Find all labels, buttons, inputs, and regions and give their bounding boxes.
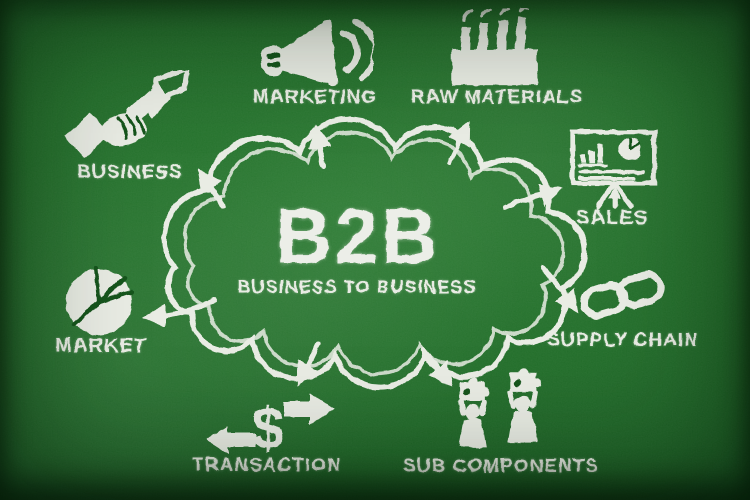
handshake-icon — [64, 70, 191, 158]
arrow-to-supply-chain — [540, 265, 579, 314]
dollar-exchange-icon: $ — [206, 393, 334, 461]
pie-chart-icon — [66, 266, 133, 335]
sales-label: SALES — [576, 207, 648, 229]
cloud-outer-outline — [161, 116, 588, 391]
factory-icon — [451, 8, 538, 86]
left-arrow-shape — [206, 426, 256, 454]
right-arrow-shape — [284, 393, 334, 425]
sub-components-label: SUB COMPONENTS — [403, 456, 599, 477]
arrow-to-sub-components — [420, 347, 453, 387]
chain-links-icon — [580, 271, 665, 320]
arrow-to-transaction — [297, 341, 321, 387]
megaphone-icon — [260, 18, 373, 87]
raw-materials-label: RAW MATERIALS — [410, 87, 584, 108]
arrow-to-marketing — [308, 124, 332, 169]
presentation-chart-icon — [570, 129, 657, 209]
business-label: BUSINESS — [77, 162, 183, 183]
arrow-to-market — [142, 297, 218, 328]
arrow-to-raw-materials — [447, 120, 470, 165]
puzzle-workers-icon — [458, 368, 542, 447]
b2b-title: B2B — [275, 192, 441, 280]
market-label: MARKET — [55, 335, 147, 357]
marketing-label: MARKETING — [252, 87, 378, 108]
b2b-subtitle: BUSINESS TO BUSINESS — [237, 277, 477, 297]
supply-chain-label: SUPPLY CHAIN — [547, 330, 699, 351]
dollar-sign: $ — [252, 396, 284, 461]
transaction-label: TRANSACTION — [192, 455, 342, 476]
arrow-to-sales — [502, 184, 564, 210]
arrow-to-business — [197, 168, 227, 209]
